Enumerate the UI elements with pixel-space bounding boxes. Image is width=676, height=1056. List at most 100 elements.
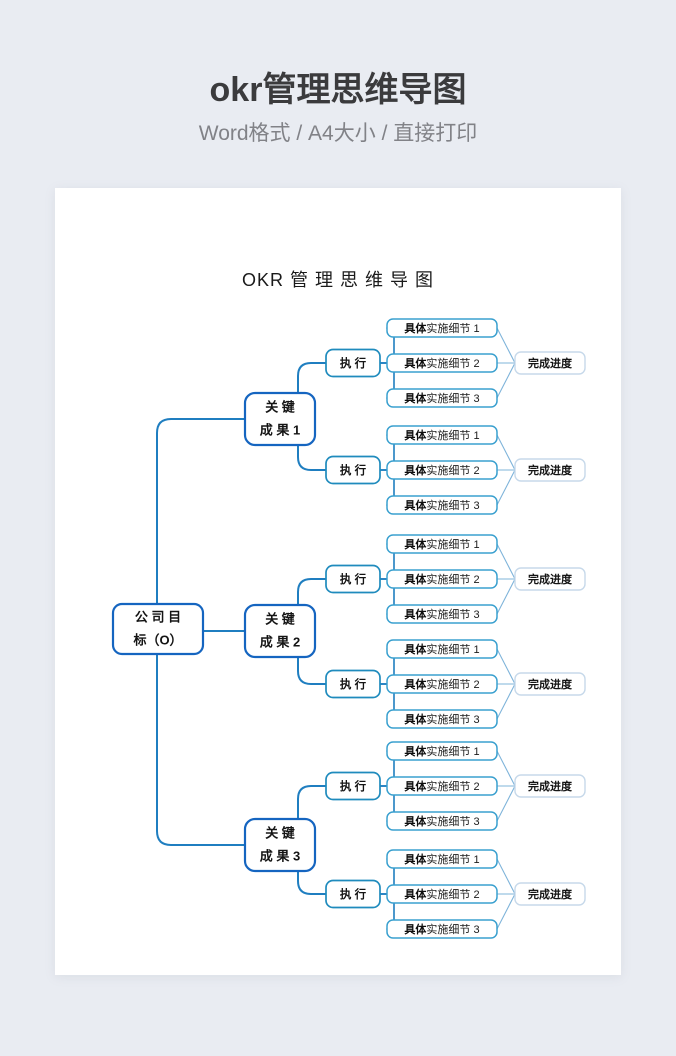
detail-label: 具体实施细节 3 bbox=[404, 391, 479, 405]
node-key-result-1[interactable]: 关 键成 果 1 bbox=[243, 391, 317, 447]
node-execute-4[interactable]: 执 行 bbox=[325, 669, 381, 699]
node-detail-5-2[interactable]: 具体实施细节 2 bbox=[386, 776, 498, 796]
node-shape bbox=[243, 391, 317, 447]
execute-label: 执 行 bbox=[340, 356, 367, 370]
node-shape bbox=[325, 879, 381, 909]
node-shape bbox=[243, 603, 317, 659]
node-progress-4[interactable]: 完成进度 bbox=[514, 672, 586, 696]
node-shape bbox=[386, 849, 498, 869]
node-shape bbox=[386, 709, 498, 729]
link-detail-to-progress bbox=[496, 648, 516, 685]
node-progress-3[interactable]: 完成进度 bbox=[514, 567, 586, 591]
link-detail-to-progress bbox=[496, 750, 516, 787]
node-detail-4-1[interactable]: 具体实施细节 1 bbox=[386, 639, 498, 659]
node-detail-4-2[interactable]: 具体实施细节 2 bbox=[386, 674, 498, 694]
detail-label: 具体实施细节 2 bbox=[404, 572, 479, 586]
node-detail-6-2[interactable]: 具体实施细节 2 bbox=[386, 884, 498, 904]
detail-label: 具体实施细节 3 bbox=[404, 814, 479, 828]
node-shape bbox=[386, 353, 498, 373]
node-detail-2-2[interactable]: 具体实施细节 2 bbox=[386, 460, 498, 480]
detail-label: 具体实施细节 2 bbox=[404, 779, 479, 793]
node-shape bbox=[386, 388, 498, 408]
node-shape bbox=[386, 776, 498, 796]
node-shape bbox=[386, 884, 498, 904]
node-detail-1-2[interactable]: 具体实施细节 2 bbox=[386, 353, 498, 373]
mindmap-canvas: 公 司 目标（O）关 键成 果 1关 键成 果 2关 键成 果 3执 行具体实施… bbox=[111, 318, 586, 939]
node-detail-3-3[interactable]: 具体实施细节 3 bbox=[386, 604, 498, 624]
progress-label: 完成进度 bbox=[528, 887, 573, 901]
page-subtitle: Word格式 / A4大小 / 直接打印 bbox=[198, 122, 478, 146]
node-detail-6-3[interactable]: 具体实施细节 3 bbox=[386, 919, 498, 939]
execute-label: 执 行 bbox=[340, 887, 367, 901]
node-shape bbox=[325, 348, 381, 378]
node-detail-1-1[interactable]: 具体实施细节 1 bbox=[386, 318, 498, 338]
node-detail-3-1[interactable]: 具体实施细节 1 bbox=[386, 534, 498, 554]
node-shape bbox=[325, 771, 381, 801]
node-detail-1-3[interactable]: 具体实施细节 3 bbox=[386, 388, 498, 408]
progress-label: 完成进度 bbox=[528, 356, 573, 370]
node-shape bbox=[514, 567, 586, 591]
node-shape bbox=[111, 602, 205, 656]
detail-label: 具体实施细节 2 bbox=[404, 463, 479, 477]
detail-label: 具体实施细节 1 bbox=[404, 744, 479, 758]
node-execute-5[interactable]: 执 行 bbox=[325, 771, 381, 801]
node-shape bbox=[514, 774, 586, 798]
node-shape bbox=[386, 919, 498, 939]
progress-label: 完成进度 bbox=[528, 779, 573, 793]
node-shape bbox=[386, 674, 498, 694]
detail-label: 具体实施细节 1 bbox=[404, 852, 479, 866]
execute-label: 执 行 bbox=[340, 779, 367, 793]
node-detail-5-3[interactable]: 具体实施细节 3 bbox=[386, 811, 498, 831]
key-result-line1: 关 键 bbox=[265, 825, 295, 840]
node-key-result-3[interactable]: 关 键成 果 3 bbox=[243, 817, 317, 873]
key-result-line1: 关 键 bbox=[265, 611, 295, 626]
node-shape bbox=[386, 495, 498, 515]
node-execute-3[interactable]: 执 行 bbox=[325, 564, 381, 594]
node-detail-6-1[interactable]: 具体实施细节 1 bbox=[386, 849, 498, 869]
node-progress-1[interactable]: 完成进度 bbox=[514, 351, 586, 375]
detail-label: 具体实施细节 1 bbox=[404, 537, 479, 551]
detail-label: 具体实施细节 1 bbox=[404, 321, 479, 335]
node-execute-1[interactable]: 执 行 bbox=[325, 348, 381, 378]
node-progress-2[interactable]: 完成进度 bbox=[514, 458, 586, 482]
node-detail-2-3[interactable]: 具体实施细节 3 bbox=[386, 495, 498, 515]
detail-label: 具体实施细节 2 bbox=[404, 677, 479, 691]
node-shape bbox=[386, 741, 498, 761]
node-detail-3-2[interactable]: 具体实施细节 2 bbox=[386, 569, 498, 589]
link-root-to-key-result bbox=[142, 418, 246, 630]
node-shape bbox=[386, 604, 498, 624]
node-shape bbox=[243, 817, 317, 873]
diagram-title: OKR 管 理 思 维 导 图 bbox=[241, 270, 434, 290]
detail-label: 具体实施细节 3 bbox=[404, 607, 479, 621]
node-shape bbox=[325, 455, 381, 485]
detail-label: 具体实施细节 3 bbox=[404, 498, 479, 512]
node-shape bbox=[514, 458, 586, 482]
node-execute-2[interactable]: 执 行 bbox=[325, 455, 381, 485]
detail-label: 具体实施细节 3 bbox=[404, 712, 479, 726]
progress-label: 完成进度 bbox=[528, 677, 573, 691]
link-detail-to-progress bbox=[496, 543, 516, 580]
key-result-line2: 成 果 2 bbox=[260, 634, 300, 649]
node-layer: 公 司 目标（O）关 键成 果 1关 键成 果 2关 键成 果 3执 行具体实施… bbox=[111, 318, 586, 939]
node-detail-5-1[interactable]: 具体实施细节 1 bbox=[386, 741, 498, 761]
node-progress-5[interactable]: 完成进度 bbox=[514, 774, 586, 798]
node-execute-6[interactable]: 执 行 bbox=[325, 879, 381, 909]
node-shape bbox=[514, 351, 586, 375]
detail-label: 具体实施细节 3 bbox=[404, 922, 479, 936]
node-detail-4-3[interactable]: 具体实施细节 3 bbox=[386, 709, 498, 729]
node-shape bbox=[325, 669, 381, 699]
link-detail-to-progress bbox=[496, 327, 516, 364]
node-key-result-2[interactable]: 关 键成 果 2 bbox=[243, 603, 317, 659]
link-detail-to-progress bbox=[496, 578, 516, 615]
node-shape bbox=[514, 882, 586, 906]
node-detail-2-1[interactable]: 具体实施细节 1 bbox=[386, 425, 498, 445]
node-root-objective[interactable]: 公 司 目标（O） bbox=[111, 602, 205, 656]
key-result-line2: 成 果 3 bbox=[260, 848, 300, 863]
root-objective-line1: 公 司 目 bbox=[135, 609, 181, 624]
execute-label: 执 行 bbox=[340, 677, 367, 691]
execute-label: 执 行 bbox=[340, 463, 367, 477]
node-progress-6[interactable]: 完成进度 bbox=[514, 882, 586, 906]
hero-header: okr管理思维导图 Word格式 / A4大小 / 直接打印 bbox=[0, 0, 676, 147]
